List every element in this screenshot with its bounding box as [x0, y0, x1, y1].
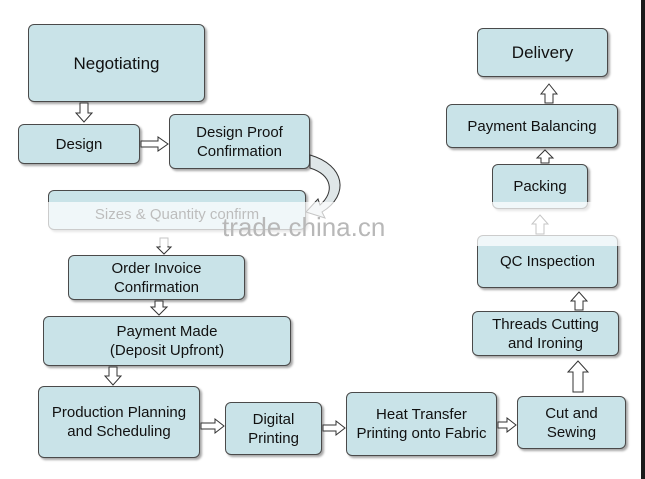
arrow-right-icon [200, 417, 225, 435]
node-digital-printing: Digital Printing [225, 402, 322, 455]
node-production-planning: Production Planning and Scheduling [38, 386, 200, 458]
arrow-down-icon [149, 300, 169, 316]
arrow-down-icon [103, 366, 123, 386]
arrow-up-icon [569, 291, 589, 311]
node-delivery: Delivery [477, 28, 608, 77]
arrow-right-icon [322, 419, 346, 437]
node-packing: Packing [492, 164, 588, 209]
node-negotiating: Negotiating [28, 24, 205, 102]
node-design: Design [18, 124, 140, 164]
arrow-right-icon [497, 416, 517, 434]
node-threads-cutting-ironing: Threads Cutting and Ironing [472, 311, 619, 356]
node-heat-transfer: Heat Transfer Printing onto Fabric [346, 392, 497, 456]
node-design-proof-confirmation: Design Proof Confirmation [169, 114, 310, 169]
arrow-up-icon [539, 83, 559, 104]
arrow-right-icon [140, 136, 169, 152]
watermark: trade.china.cn [222, 212, 386, 242]
node-payment-balancing: Payment Balancing [446, 104, 618, 148]
node-cut-and-sewing: Cut and Sewing [517, 396, 626, 449]
node-payment-made: Payment Made (Deposit Upfront) [43, 316, 291, 366]
arrow-up-icon [535, 149, 555, 164]
arrow-up-icon [566, 360, 590, 393]
watermark-band [0, 202, 645, 246]
node-order-invoice-confirmation: Order Invoice Confirmation [68, 255, 245, 300]
right-edge-border [641, 0, 645, 479]
arrow-down-icon [74, 102, 94, 123]
